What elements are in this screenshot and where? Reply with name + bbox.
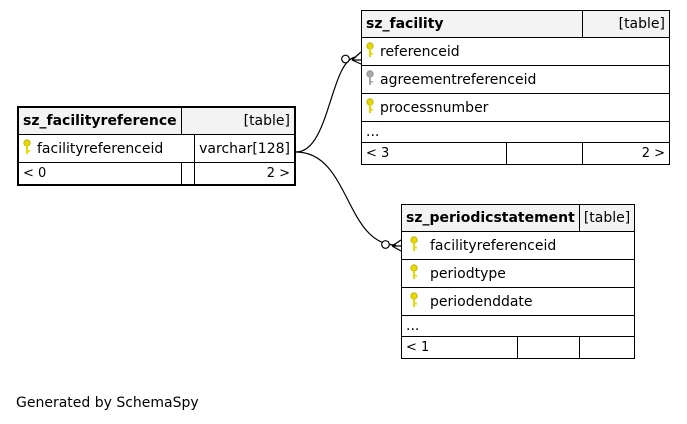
- column-cell: processnumber: [361, 93, 670, 122]
- footer-parents[interactable]: < 1: [401, 336, 518, 359]
- table-sz-facilityreference[interactable]: sz_facilityreference [table] facilityref…: [17, 106, 296, 186]
- column-name: agreementreferenceid: [380, 71, 537, 88]
- primary-key-icon: [410, 235, 418, 256]
- table-kind: [table]: [180, 107, 296, 135]
- generated-by-note: Generated by SchemaSpy: [16, 395, 199, 411]
- edge-facility-zero-marker: [341, 54, 350, 64]
- ellipsis: ...: [361, 121, 670, 143]
- footer-middle: [506, 142, 583, 165]
- edge-facility-crowfoot: [351, 51, 362, 65]
- table-footer: < 1: [401, 336, 636, 359]
- table-kind: [table]: [582, 10, 670, 38]
- column-row[interactable]: processnumber: [361, 93, 670, 122]
- column-row[interactable]: agreementreferenceid: [361, 65, 670, 94]
- footer-middle: [180, 162, 196, 185]
- footer-parents[interactable]: < 3: [361, 142, 507, 165]
- column-row[interactable]: periodtype: [400, 259, 636, 288]
- primary-key-icon: [410, 291, 418, 312]
- table-sz-periodicstatement[interactable]: sz_periodicstatement [table] facilityref…: [400, 204, 636, 359]
- table-name[interactable]: sz_facilityreference: [18, 107, 182, 135]
- table-name[interactable]: sz_periodicstatement: [401, 204, 580, 232]
- column-row[interactable]: facilityreferenceid varchar[128]: [17, 134, 295, 163]
- footer-middle: [516, 336, 580, 359]
- edge-periodic-crowfoot: [391, 239, 402, 252]
- column-row[interactable]: referenceid: [361, 37, 670, 66]
- table-header: sz_facilityreference [table]: [18, 107, 296, 135]
- table-kind: [table]: [578, 204, 636, 232]
- footer-parents[interactable]: < 0: [18, 162, 182, 185]
- column-name: facilityreferenceid: [430, 237, 557, 254]
- column-cell: periodenddate: [400, 287, 636, 316]
- column-cell: facilityreferenceid: [17, 134, 196, 163]
- column-name: facilityreferenceid: [37, 140, 164, 157]
- column-row[interactable]: facilityreferenceid: [400, 231, 636, 260]
- table-footer: < 3 2 >: [361, 142, 670, 165]
- table-sz-facility[interactable]: sz_facility [table] referenceid agreemen…: [361, 10, 670, 165]
- more-columns-row: ...: [361, 121, 670, 143]
- table-header: sz_facility [table]: [361, 10, 670, 38]
- table-footer: < 0 2 >: [18, 162, 295, 185]
- column-cell: agreementreferenceid: [361, 65, 670, 94]
- column-row[interactable]: periodenddate: [400, 287, 636, 316]
- primary-key-icon: [366, 97, 374, 118]
- table-header: sz_periodicstatement [table]: [401, 204, 636, 232]
- column-name: periodenddate: [430, 293, 533, 310]
- column-type: varchar[128]: [194, 134, 295, 163]
- footer-children[interactable]: 2 >: [582, 142, 670, 165]
- primary-key-icon: [366, 41, 374, 62]
- table-name[interactable]: sz_facility: [361, 10, 583, 38]
- column-name: periodtype: [430, 265, 506, 282]
- column-name: processnumber: [380, 99, 489, 116]
- footer-children: [578, 336, 636, 359]
- primary-key-icon: [23, 138, 31, 159]
- column-cell: facilityreferenceid: [400, 231, 636, 260]
- edge-to-periodicstatement: [295, 151, 397, 246]
- edge-to-facility: [295, 56, 357, 153]
- column-cell: periodtype: [400, 259, 636, 288]
- more-columns-row: ...: [400, 315, 636, 337]
- ellipsis: ...: [400, 315, 636, 337]
- column-cell: referenceid: [361, 37, 670, 66]
- column-name: referenceid: [380, 43, 460, 60]
- edge-periodic-zero-marker: [381, 240, 390, 249]
- footer-children[interactable]: 2 >: [194, 162, 295, 185]
- foreign-key-icon: [366, 69, 374, 90]
- primary-key-icon: [410, 263, 418, 284]
